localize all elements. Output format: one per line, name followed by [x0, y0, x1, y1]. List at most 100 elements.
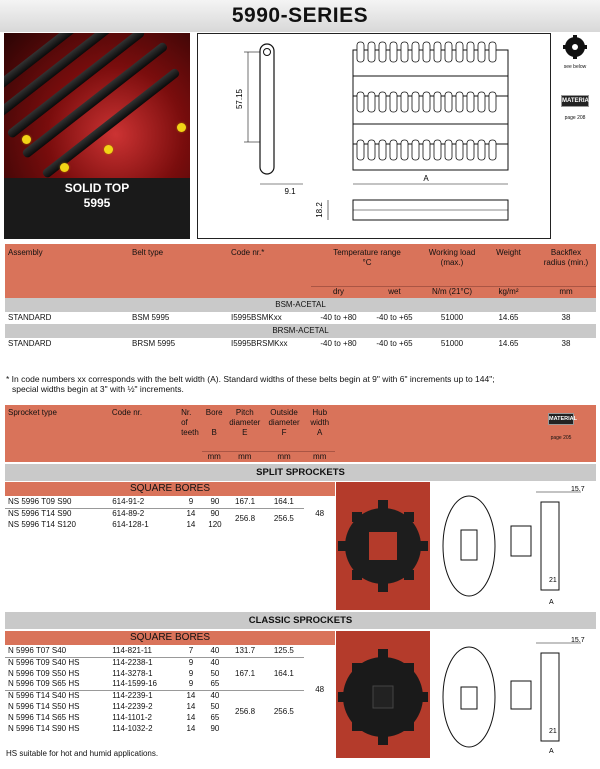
cell-bore: 50: [210, 701, 220, 711]
material-side-icon[interactable]: MATERIAL page 208: [561, 95, 593, 127]
cell-bore: 90: [210, 508, 220, 518]
split-sprockets-table: NS 5996 T09 S90 614-91-2 9 90 167.1 164.…: [5, 497, 335, 530]
table-row: NS 5996 T14 S90 614-89-2 14 90 256.8 256…: [5, 508, 335, 524]
header-sprocket-type: Sprocket type: [8, 408, 57, 417]
technical-drawing-svg: 57.15 9.1 A 18.2: [235, 41, 509, 221]
header-bore: Bore B: [202, 405, 225, 451]
dim-thickness-label: 18.2: [315, 202, 324, 218]
header-backflex: Backflex radius (min.): [543, 248, 589, 267]
table-row: N 5996 T14 S40 HS 114-2239-1 14 40 256.8…: [5, 690, 335, 717]
cell-teeth: 9: [188, 657, 194, 667]
unit-mm: mm: [225, 450, 264, 462]
cell-wet: -40 to +65: [376, 339, 413, 348]
cell-pitch: 167.1: [235, 668, 256, 678]
cell-teeth: 14: [186, 723, 196, 733]
cell-code: 114-2239-1: [112, 690, 153, 700]
cell-dry: -40 to +80: [320, 313, 357, 322]
technical-drawing: 57.15 9.1 A 18.2: [197, 33, 551, 239]
cell-code: 114-2238-1: [112, 657, 153, 667]
cell-type: NS 5996 T14 S120: [8, 519, 76, 529]
cell-teeth: 9: [188, 497, 194, 507]
cell-code: I5995BSMKxx: [231, 313, 282, 322]
unit-weight: kg/m²: [481, 285, 536, 298]
material-icon: MATERIAL: [561, 95, 593, 107]
cell-outside: 125.5: [273, 646, 294, 656]
sprocket-icon: [563, 35, 587, 59]
cell-outside: 164.1: [273, 668, 294, 678]
cell-type: N 5996 T14 S50 HS: [8, 701, 80, 711]
split-sprocket-drawing: 15.7 21 A: [431, 482, 596, 610]
split-sprocket-image: [336, 482, 430, 610]
split-sprocket-drawing-svg: 15.7 21 A: [442, 486, 585, 606]
cell-weight: 14.65: [498, 339, 519, 348]
unit-mm: mm: [304, 450, 335, 462]
cell-code: 614-89-2: [112, 508, 145, 518]
cell-bore: 40: [210, 657, 220, 667]
cell-teeth: 14: [186, 701, 196, 711]
cell-backflex: 38: [561, 339, 571, 348]
cell-teeth: 9: [188, 668, 194, 678]
cell-type: NS 5996 T09 S90: [8, 497, 72, 507]
cell-bore: 90: [210, 497, 220, 507]
sprocket-side-icon[interactable]: see below: [561, 35, 589, 71]
belt-pin-dot: [177, 123, 186, 132]
header-assembly: Assembly: [8, 248, 43, 257]
cell-outside: 256.5: [273, 707, 294, 717]
cell-type: NS 5996 T14 S90: [8, 508, 72, 518]
header-weight: Weight: [496, 248, 521, 257]
hs-footnote: HS suitable for hot and humid applicatio…: [6, 749, 159, 758]
classic-sprocket-photo: [336, 631, 430, 758]
header-pitch-label: Pitch diameter: [229, 408, 261, 427]
sprocket-icon-caption: see below: [563, 64, 587, 70]
cell-hub: 48: [315, 685, 325, 694]
classic-sprocket-drawing-svg: 15.7 21 A: [442, 637, 585, 755]
cell-wet: -40 to +65: [376, 313, 413, 322]
cell-code: 114-1032-2: [112, 723, 153, 733]
cell-type: N 5996 T09 S65 HS: [8, 679, 80, 689]
header-pitch: Pitch diameter E: [226, 405, 264, 451]
split-subtitle: SQUARE BORES: [5, 482, 335, 496]
header-working-load: Working load (max.): [428, 248, 476, 267]
cell-pitch: 256.8: [235, 514, 256, 524]
header-outside: Outside diameter F: [264, 405, 305, 451]
cell-weight: 14.65: [498, 313, 519, 322]
dim-height-label: 57.15: [235, 88, 244, 109]
cell-pitch: 167.1: [235, 497, 256, 507]
spec-unit-row: dry wet N/m (21°C) kg/m² mm: [5, 285, 596, 298]
cell-bore: 120: [208, 519, 222, 529]
spec-header-row: Assembly Belt type Code nr.* Temperature…: [5, 244, 596, 286]
header-hub-symbol: A: [317, 428, 323, 437]
cell-load: 51000: [440, 313, 464, 322]
table-row: N 5996 T09 S65 HS 114-1599-16 9 65: [5, 679, 335, 690]
header-pitch-symbol: E: [242, 428, 248, 437]
table-row: NS 5996 T14 S120 614-128-1 14 120: [5, 519, 335, 530]
unit-mm: mm: [202, 450, 226, 462]
cell-belt-type: BRSM 5995: [132, 339, 176, 348]
header-outside-label: Outside diameter: [268, 408, 300, 427]
cell-bore: 40: [210, 646, 220, 656]
cell-belt-type: BSM 5995: [132, 313, 170, 322]
group-title: BSM-ACETAL: [5, 298, 596, 312]
cell-load: 51000: [440, 339, 464, 348]
cell-teeth: 14: [186, 690, 196, 700]
material-icon: MATERIAL: [548, 413, 577, 425]
cell-hub: 48: [315, 508, 325, 518]
sprocket-header-row: Sprocket type Code nr. Nr. of teeth Bore…: [5, 405, 335, 451]
group-title: BRSM-ACETAL: [5, 324, 596, 338]
header-sprocket-code: Code nr.: [111, 408, 143, 417]
header-hub: Hub width A: [304, 405, 335, 451]
belt-pin-dot: [22, 135, 31, 144]
split-sprocket-photo: [336, 482, 430, 610]
belt-photo: SOLID TOP 5995: [4, 33, 190, 239]
cell-bore: 65: [210, 679, 220, 689]
header-temp-label: Temperature range: [333, 248, 401, 257]
cell-bore: 40: [210, 690, 220, 700]
dim-pitch-label: 9.1: [284, 187, 296, 196]
footnote-line1: * In code numbers xx corresponds with th…: [6, 374, 495, 384]
dim-b: 21: [549, 577, 557, 584]
header-outside-symbol: F: [281, 428, 287, 437]
classic-sprockets-title: CLASSIC SPROCKETS: [5, 612, 596, 629]
cell-code: I5995BRSMKxx: [231, 339, 288, 348]
material-side-icon[interactable]: MATERIAL page 205: [548, 413, 577, 441]
dim-width-label: A: [423, 174, 429, 183]
